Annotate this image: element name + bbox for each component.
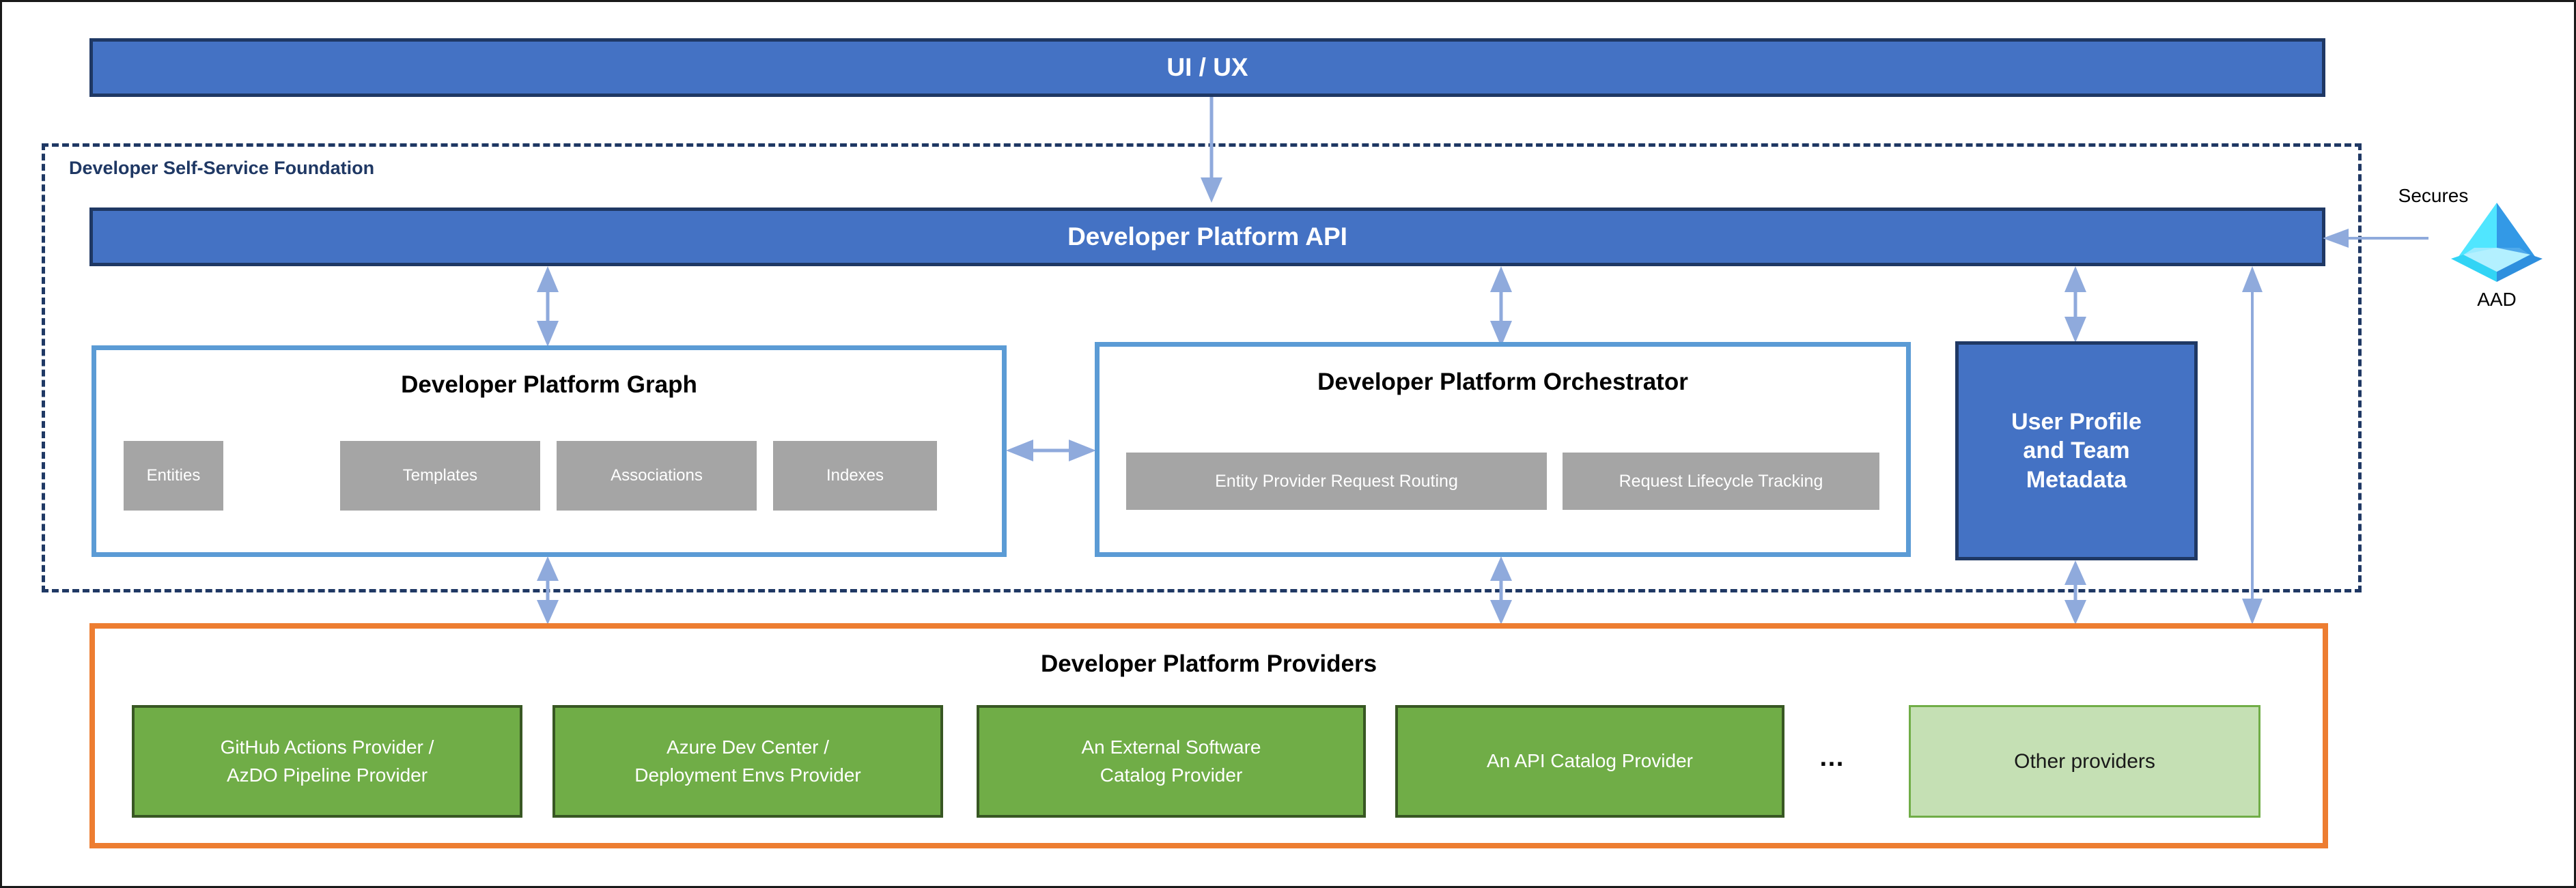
user-profile-line-2: and Team: [2023, 438, 2130, 464]
arrow-aad-secures: [2323, 227, 2432, 249]
ui-ux-box[interactable]: UI / UX: [89, 38, 2325, 97]
aad-label: AAD: [2477, 289, 2517, 310]
developer-platform-orchestrator-title: Developer Platform Orchestrator: [1317, 369, 1688, 395]
user-profile-and-team-metadata-box[interactable]: User Profile and Team Metadata: [1955, 341, 2198, 560]
graph-item-entities[interactable]: Entities: [124, 441, 223, 511]
user-profile-line-3: Metadata: [2026, 466, 2127, 493]
developer-platform-api-box[interactable]: Developer Platform API: [89, 207, 2325, 266]
arrow-graph-orchestrator: [1006, 437, 1096, 464]
arrow-api-graph: [534, 266, 561, 347]
provider-external-software-catalog[interactable]: An External Software Catalog Provider: [977, 705, 1366, 818]
arrow-api-orchestrator: [1487, 266, 1515, 347]
developer-self-service-foundation-boundary: [42, 143, 2362, 592]
developer-platform-api-label: Developer Platform API: [1067, 223, 1347, 250]
arrow-uiux-to-api: [1198, 97, 1225, 206]
developer-platform-orchestrator-box[interactable]: [1095, 342, 1911, 557]
arrow-api-providers-right: [2239, 266, 2266, 625]
developer-platform-providers-title: Developer Platform Providers: [1040, 650, 1377, 677]
orchestrator-item-request-lifecycle-tracking[interactable]: Request Lifecycle Tracking: [1563, 453, 1879, 510]
developer-platform-graph-box[interactable]: [92, 345, 1007, 557]
user-profile-line-1: User Profile: [2011, 408, 2142, 435]
provider-other-providers[interactable]: Other providers: [1909, 705, 2260, 818]
developer-platform-graph-title: Developer Platform Graph: [401, 371, 697, 398]
ui-ux-label: UI / UX: [1166, 53, 1248, 81]
provider-github-actions-azdo-pipeline[interactable]: GitHub Actions Provider / AzDO Pipeline …: [132, 705, 522, 818]
provider-api-catalog[interactable]: An API Catalog Provider: [1395, 705, 1784, 818]
orchestrator-item-entity-provider-request-routing[interactable]: Entity Provider Request Routing: [1126, 453, 1547, 510]
arrow-graph-providers: [534, 556, 561, 625]
graph-item-associations[interactable]: Associations: [557, 441, 757, 511]
graph-item-templates[interactable]: Templates: [340, 441, 540, 511]
foundation-label: Developer Self-Service Foundation: [69, 158, 375, 178]
arrow-user-profile-providers: [2062, 560, 2089, 625]
graph-item-indexes[interactable]: Indexes: [773, 441, 937, 511]
provider-azure-dev-center-deployment-envs[interactable]: Azure Dev Center / Deployment Envs Provi…: [552, 705, 943, 818]
aad-icon: [2446, 201, 2548, 285]
arrow-api-user-profile: [2062, 266, 2089, 343]
secures-label: Secures: [2398, 185, 2469, 206]
providers-ellipsis: …: [1819, 743, 1847, 772]
arrow-orchestrator-providers: [1487, 556, 1515, 625]
